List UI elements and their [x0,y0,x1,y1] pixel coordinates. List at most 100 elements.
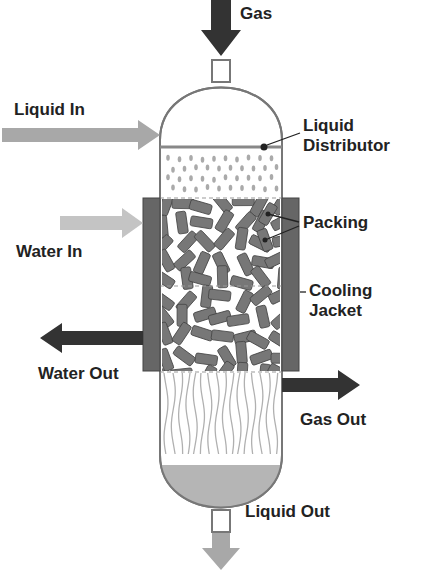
vessel-shell [160,88,282,508]
droplet [235,156,239,162]
packing-ring [268,330,280,350]
droplet [224,174,228,180]
droplet [178,156,182,162]
droplet [229,185,233,191]
droplet [270,174,274,180]
droplet [212,177,216,183]
leader-dot [266,212,271,217]
packing-ring [236,362,247,371]
droplet [217,186,221,192]
droplet [217,165,221,171]
droplet [194,164,198,170]
droplet [247,175,251,181]
water-in-arrow [60,208,143,238]
droplet [171,167,175,173]
packing-label: Packing [303,213,368,233]
packing-ring [214,361,235,371]
droplet [275,164,279,170]
top-nozzle [212,60,230,82]
droplet [166,155,170,161]
rivulet [171,373,175,454]
droplet [189,175,193,181]
packing-ring [170,368,193,371]
packing-ring [190,216,213,229]
packing-ring [230,275,254,291]
packing-ring [250,265,271,289]
droplet [229,165,233,171]
jacket-label: Cooling Jacket [309,281,427,320]
packing-ring [246,330,270,349]
liquid-out-arrow [202,533,240,570]
rivulet [215,373,219,454]
rivulet [274,373,278,454]
droplet [189,155,193,161]
packing-ring [198,364,217,371]
packing-ring [217,266,228,288]
packing-ring [235,290,254,314]
droplets [166,155,278,193]
rivulet [237,373,241,454]
droplet [183,186,187,192]
water-out-label: Water Out [38,364,119,384]
droplet [247,155,251,161]
droplet [201,157,205,163]
packing-ring [190,325,214,341]
droplet [224,155,228,161]
droplet [252,166,256,172]
packing-ring [235,227,248,250]
droplet [194,187,198,193]
droplet [212,156,216,162]
bottom-nozzle [212,510,230,532]
rivulet [244,373,248,454]
droplet [240,185,244,191]
packing-ring [162,322,174,346]
droplet [263,186,267,192]
water-in-label: Water In [16,242,82,262]
vessel-outline [160,88,282,508]
gas-out-label: Gas Out [300,410,366,430]
distributor-label: Liquid Distributor [303,116,428,155]
packing-ring [257,228,274,252]
cooling-jacket-right [282,198,299,371]
rivulet [200,373,204,454]
droplet [258,175,262,181]
packing-ring [171,322,191,346]
packing-ring [177,230,199,253]
droplet [206,164,210,170]
packing-ring [214,209,234,233]
rivulet [179,373,183,454]
packing-ring [249,349,273,366]
packing-ring [268,286,280,305]
gas-label: Gas [240,4,272,24]
packing-ring [256,305,271,329]
droplet [263,165,267,171]
packing-ring [271,353,280,363]
droplet [166,174,170,180]
packing-ring [236,341,248,364]
droplet [275,185,279,191]
packing-ring [258,202,278,226]
packing-ring [189,199,213,215]
rivulet [208,373,212,454]
rivulet [164,373,168,454]
leader-lines [265,133,306,292]
liquid-out-label: Liquid Out [245,502,330,522]
packing-ring [270,308,280,330]
liquid-in-arrow [2,120,160,150]
packing-bed [162,199,280,371]
packing-ring [193,251,211,275]
packing-ring [162,248,176,272]
droplet [258,155,262,161]
rivulet [259,373,263,454]
droplet [252,185,256,191]
packing-ring [226,313,249,326]
droplet [171,184,175,190]
rivulet [186,373,190,454]
droplet [183,166,187,172]
packing-ring [162,348,174,371]
gas-out-arrow [282,370,360,400]
packing-ring [211,330,234,343]
packing-ring [264,250,280,269]
droplet [201,176,205,182]
